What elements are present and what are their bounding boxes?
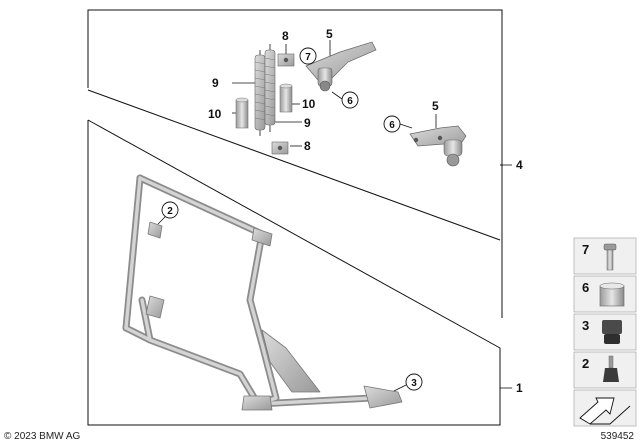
circled-callout-2: 2: [161, 201, 179, 219]
sleeve-10-right: [279, 83, 293, 113]
svg-text:6: 6: [389, 120, 395, 131]
rubber-stop-icon: [602, 320, 622, 344]
spring-9-right: [264, 44, 276, 132]
lever-5-right: [409, 125, 467, 167]
svg-text:3: 3: [582, 318, 589, 333]
diagram-number: 539452: [600, 431, 634, 442]
svg-text:2: 2: [167, 206, 173, 217]
parts-legend: 7 6 3 2: [573, 237, 637, 427]
lever-5-top: [305, 41, 377, 92]
callout-5-top: 5: [326, 27, 333, 41]
buffer-icon: [603, 355, 619, 382]
bushing-icon: [599, 282, 625, 307]
callout-5-right: 5: [432, 99, 439, 113]
center-stand: [122, 174, 403, 411]
callout-1: 1: [516, 381, 523, 395]
legend-item-3: 3: [573, 313, 637, 351]
legend-item-2: 2: [573, 351, 637, 389]
leader-lines: [157, 40, 512, 393]
plate-8-bottom: [271, 141, 289, 155]
circled-callout-6-right: 6: [383, 115, 401, 133]
circled-callout-3: 3: [405, 373, 423, 391]
svg-text:7: 7: [305, 52, 311, 63]
direction-arrow-icon: [579, 397, 631, 425]
bolt-icon: [603, 243, 617, 271]
callout-9-right: 9: [304, 116, 311, 130]
circled-callout-6-top: 6: [341, 91, 359, 109]
plate-8-top: [277, 53, 295, 67]
circled-callout-7: 7: [299, 47, 317, 65]
svg-text:3: 3: [411, 378, 417, 389]
sleeve-10-left: [235, 97, 249, 129]
callout-10-right: 10: [302, 97, 316, 111]
stand-frame-outline: [87, 119, 501, 426]
svg-text:6: 6: [347, 96, 353, 107]
callout-8-top: 8: [282, 29, 289, 43]
legend-item-7: 7: [573, 237, 637, 275]
callout-9-left: 9: [212, 76, 219, 90]
svg-text:7: 7: [582, 242, 589, 257]
legend-item-6: 6: [573, 275, 637, 313]
callouts: 1 4 9 10 8 8 9 10 5 5 7 6 6 2 3: [161, 27, 523, 395]
svg-text:6: 6: [582, 280, 589, 295]
callout-8-bottom: 8: [304, 139, 311, 153]
spring-9-left: [254, 50, 266, 136]
svg-text:2: 2: [582, 356, 589, 371]
legend-item-arrow: [573, 389, 637, 427]
copyright-notice: © 2023 BMW AG: [4, 431, 81, 442]
callout-10-left: 10: [208, 107, 222, 121]
kit-frame-outline: [87, 9, 503, 318]
callout-4: 4: [516, 158, 523, 172]
